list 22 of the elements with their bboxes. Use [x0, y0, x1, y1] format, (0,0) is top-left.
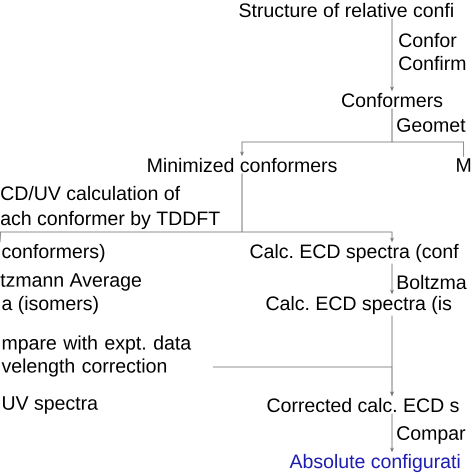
step-text: Corrected calc. ECD s: [268, 398, 459, 412]
edge-label: Boltzma: [398, 274, 467, 290]
step-label: CD/UV calculation of: [1, 186, 180, 200]
step-label: Confirm: [399, 56, 466, 70]
edge-label: Geomet: [397, 118, 466, 132]
step-text: Absolute configurati: [290, 454, 460, 472]
step-text: mpare with expt. data velength correction: [2, 335, 192, 377]
step-text: M: [457, 158, 470, 172]
step-text: conformers): [2, 244, 104, 262]
step-text: Structure of relative confi: [239, 2, 453, 18]
edge-label: Compar: [397, 426, 466, 444]
step-label: ach conformer by TDDFT: [1, 210, 220, 230]
step-text: Conformers: [342, 92, 442, 108]
step-text: Calc. ECD spectra (is: [266, 296, 452, 314]
step-label: tzmann Average: [0, 273, 141, 291]
step-text: Calc. ECD spectra (conf: [250, 244, 459, 262]
step-text: Minimized conformers: [148, 158, 337, 172]
connector-line: [0, 173, 242, 243]
step-label: Confor: [399, 32, 456, 48]
step-text: a (isomers): [2, 296, 98, 314]
connector-line: [392, 108, 464, 158]
step-text: UV spectra: [3, 396, 98, 414]
